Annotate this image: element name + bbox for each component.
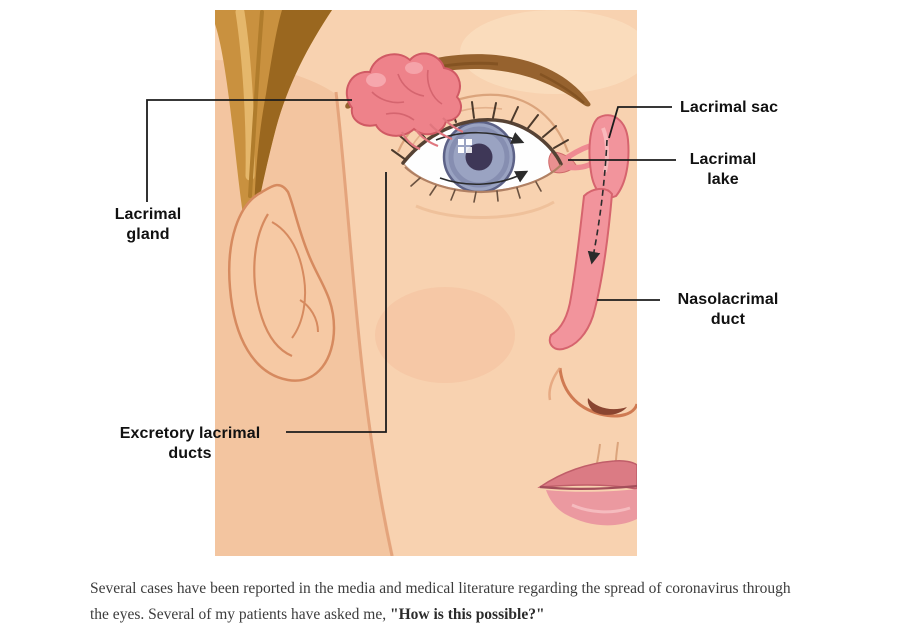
ear xyxy=(228,183,336,382)
connector-lines xyxy=(146,99,676,433)
pupil xyxy=(465,143,493,171)
lacrimal-gland-shape xyxy=(345,52,464,151)
connector-lacrimal-sac xyxy=(608,106,672,139)
tear-flow-arrows xyxy=(435,131,529,186)
label-lacrimal-gland: Lacrimal gland xyxy=(114,206,182,243)
lower-lashes xyxy=(410,177,542,203)
nostril xyxy=(587,398,627,415)
upper-lid-line xyxy=(401,118,563,166)
connector-excretory-ducts xyxy=(286,172,387,433)
face-illustration xyxy=(215,10,637,556)
caption-line2: the eyes. Several of my patients have as… xyxy=(90,606,390,623)
label-lacrimal-lake: Lacrimal lake xyxy=(689,151,757,188)
label-nasolacrimal-duct: Nasolacrimal duct xyxy=(677,291,779,328)
lower-lid-line xyxy=(404,164,562,194)
connector-lacrimal-gland xyxy=(146,99,352,202)
jaw-contour xyxy=(334,91,394,556)
lacrimal-sac-shape xyxy=(588,114,630,199)
label-lacrimal-sac: Lacrimal sac xyxy=(680,99,779,116)
drainage-flow-arrow xyxy=(587,139,608,265)
lips xyxy=(537,441,637,526)
nose xyxy=(548,367,637,418)
caption-paragraph: Several cases have been reported in the … xyxy=(90,576,835,628)
excretory-ducts-shape xyxy=(401,117,464,151)
caption-line1: Several cases have been reported in the … xyxy=(90,580,791,597)
eye xyxy=(391,101,577,203)
nasolacrimal-duct-shape xyxy=(548,188,614,351)
label-excretory-lacrimal-ducts: Excretory lacrimal ducts xyxy=(119,425,261,462)
caption-bold-quote: "How is this possible?" xyxy=(390,606,545,623)
hair xyxy=(215,10,332,244)
